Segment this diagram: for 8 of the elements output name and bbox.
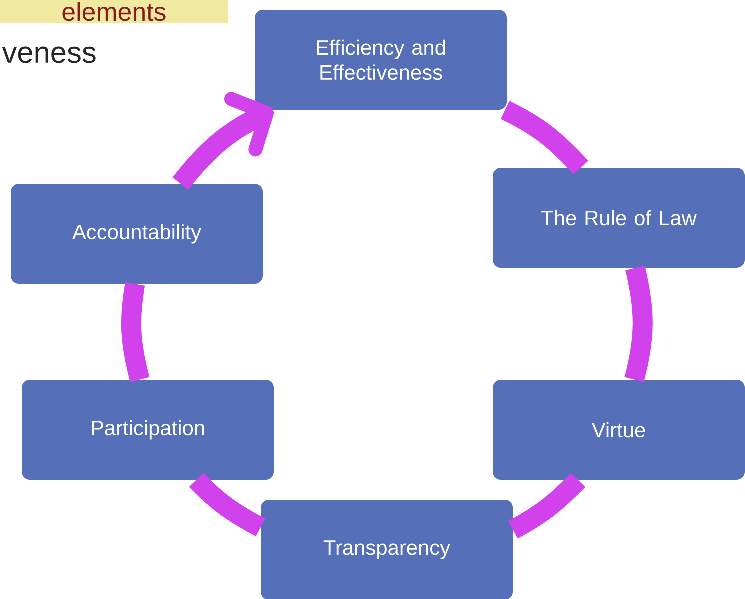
heading-text: veness <box>2 46 96 64</box>
process-box: Participation <box>22 380 274 480</box>
process-box: Efficiency and Effectiveness <box>255 10 507 110</box>
process-box: Virtue <box>493 380 745 480</box>
process-box: Transparency <box>261 500 513 599</box>
process-box: The Rule of Law <box>493 168 745 268</box>
process-box: Accountability <box>11 184 263 284</box>
heading-band: elements <box>0 0 228 24</box>
